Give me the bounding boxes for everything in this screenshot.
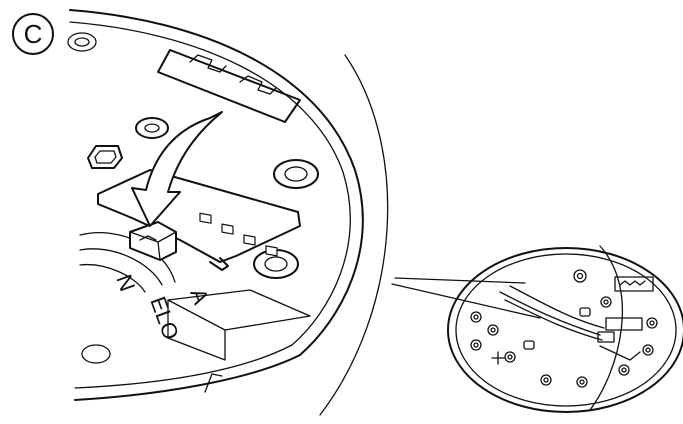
- overview-hole: [540, 374, 552, 386]
- step-circle: [12, 13, 54, 55]
- mounting-hole: [135, 117, 169, 139]
- step-indicator: C: [12, 13, 54, 55]
- cover-arc: [319, 54, 389, 416]
- overview-led: [523, 340, 535, 350]
- housing-bottom-inner: [74, 344, 293, 389]
- board-marking-a: A: [185, 285, 214, 308]
- overview-cable: [499, 285, 605, 341]
- mounting-hole: [81, 344, 111, 364]
- board-marking-elo: ELO: [145, 293, 184, 343]
- overview-housing-inner: [455, 253, 677, 407]
- daughter-board: [97, 169, 301, 271]
- plus-icon: [491, 351, 505, 365]
- overview-hole: [618, 364, 630, 376]
- overview-hole: [642, 344, 654, 356]
- board-cutout: [167, 289, 311, 331]
- overview-board: [447, 245, 683, 413]
- step-label: C: [24, 19, 43, 49]
- overview-housing-outer: [447, 247, 683, 413]
- overview-connector-board: [597, 317, 643, 361]
- housing-bottom-edge: [74, 354, 301, 401]
- led-window: [87, 145, 123, 169]
- insert-arrow-icon: [131, 111, 223, 227]
- housing-notch: [204, 373, 223, 393]
- overview-hole: [504, 351, 516, 363]
- overview-hole: [470, 339, 482, 351]
- overview-hole: [470, 311, 482, 323]
- board-cutout-wall: [167, 299, 226, 361]
- overview-antenna: [614, 276, 654, 292]
- housing-rim-inner: [69, 21, 351, 346]
- mounting-hole: [67, 32, 97, 52]
- overview-hole: [487, 324, 499, 336]
- overview-hole: [600, 296, 612, 308]
- mounting-hole: [273, 159, 319, 189]
- board-marking: N ELO A: [111, 271, 214, 343]
- overview-led: [579, 307, 591, 317]
- detail-leader-line: [394, 277, 526, 284]
- connector-plug: [129, 221, 177, 261]
- board-marking-n: N: [111, 271, 140, 294]
- overview-hole: [576, 376, 588, 388]
- cable-groove: [79, 263, 146, 293]
- housing-rim-outer: [69, 9, 364, 356]
- detail-leader-line: [391, 283, 541, 319]
- cable-groove: [79, 248, 163, 286]
- enlarged-detail-view: N ELO A: [67, 9, 389, 416]
- overview-hole: [646, 317, 658, 329]
- pcb-antenna: [157, 49, 301, 123]
- overview-hole: [573, 269, 587, 283]
